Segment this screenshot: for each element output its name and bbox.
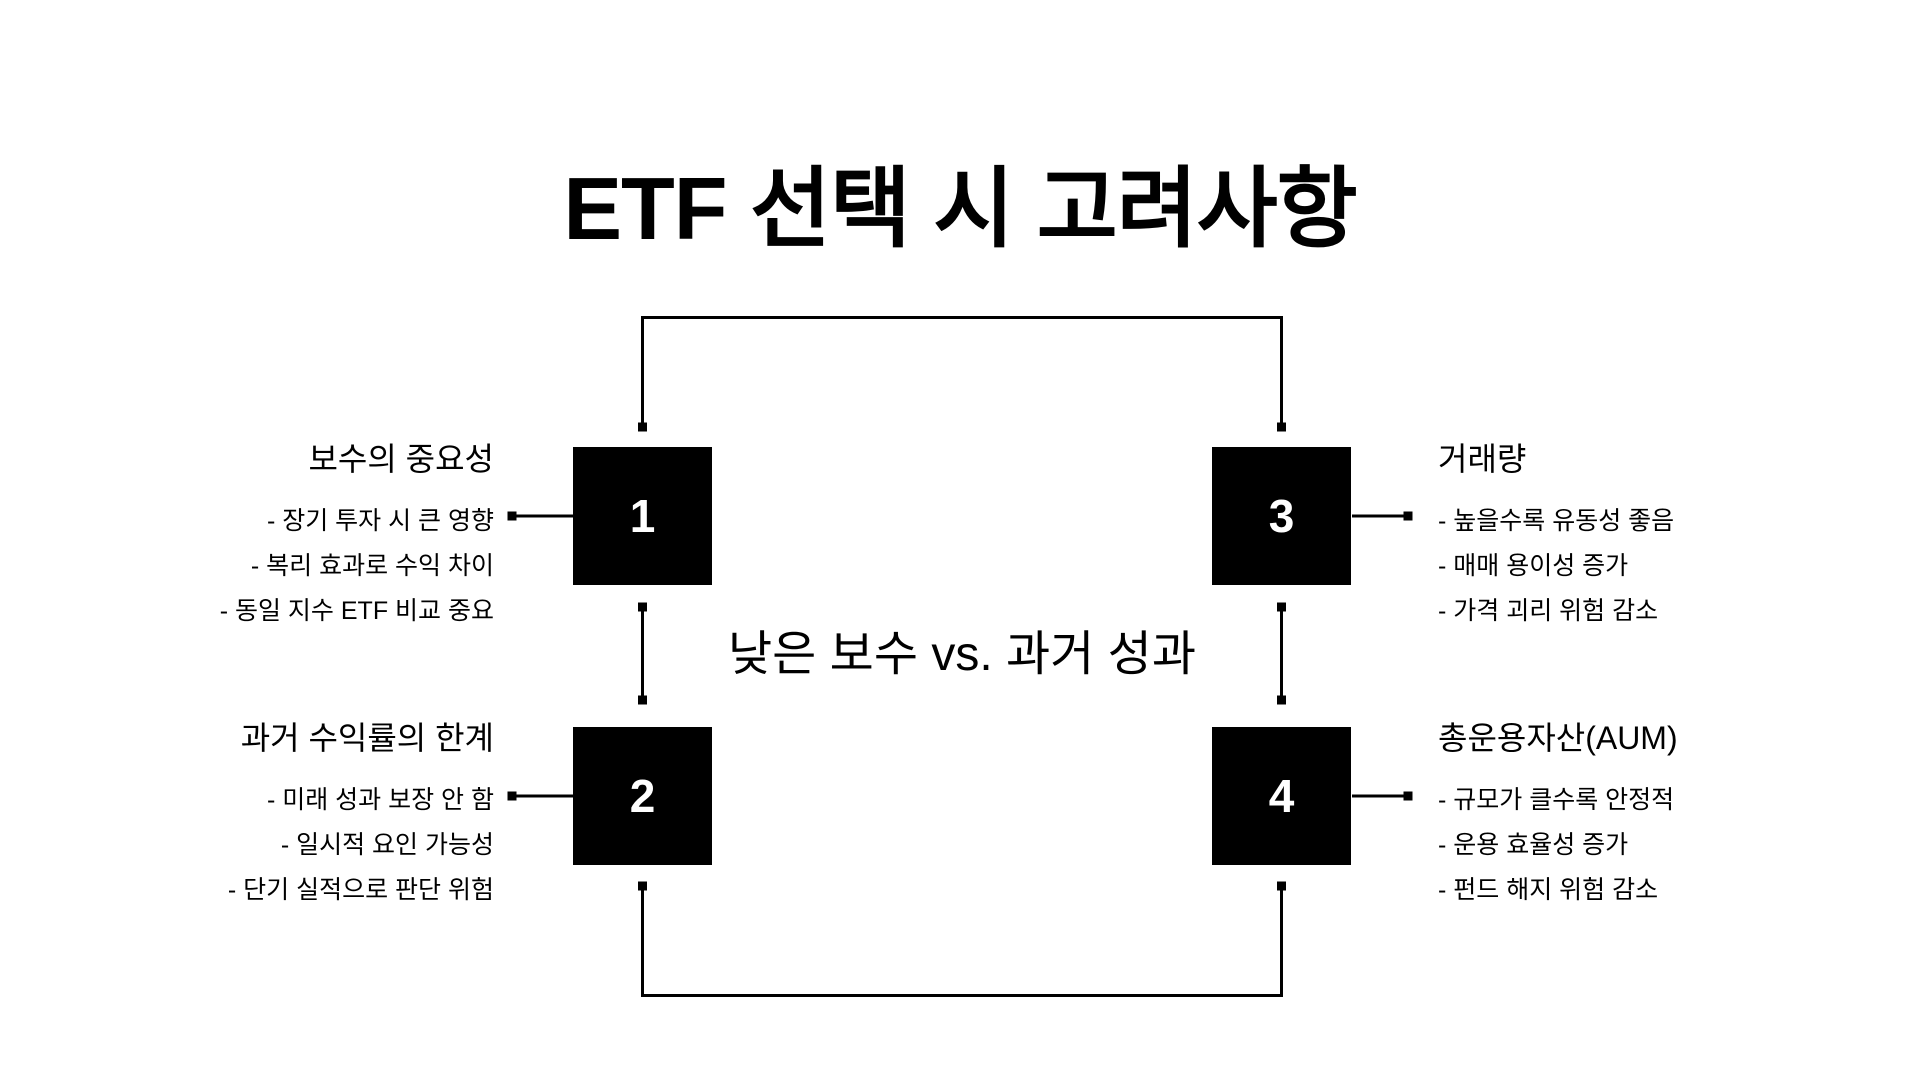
step-1-bullet-1: - 장기 투자 시 큰 영향 — [266, 507, 494, 535]
step-4-bullet-2: - 운용 효율성 증가 — [1438, 831, 1629, 859]
step-3-label-block: 거래량 - 높을수록 유동성 좋음 - 매매 용이성 증가 - 가격 괴리 위험… — [1438, 440, 1858, 634]
connector-label-3 — [1352, 511, 1413, 521]
step-number-1: 1 — [629, 490, 656, 542]
step-4-bullet-1: - 규모가 클수록 안정적 — [1438, 786, 1675, 814]
step-3-heading: 거래량 — [1438, 441, 1527, 477]
connector-left-vertical — [638, 602, 647, 705]
step-box-4: 4 — [1212, 727, 1351, 865]
step-3-bullet-2: - 매매 용이성 증가 — [1438, 552, 1629, 580]
page-title: ETF 선택 시 고려사항 — [563, 158, 1357, 258]
step-box-1: 1 — [573, 447, 712, 585]
step-number-3: 3 — [1268, 490, 1295, 542]
step-2-bullet-1: - 미래 성과 보장 안 함 — [266, 786, 494, 814]
step-2-bullet-3: - 단기 실적으로 판단 위험 — [227, 876, 494, 904]
step-number-2: 2 — [629, 770, 656, 822]
connector-top — [638, 316, 1286, 432]
step-1-bullet-3: - 동일 지수 ETF 비교 중요 — [219, 597, 494, 625]
step-4-label-block: 총운용자산(AUM) - 규모가 클수록 안정적 - 운용 효율성 증가 - 펀… — [1438, 719, 1858, 913]
connector-label-4 — [1352, 791, 1413, 801]
step-4-heading: 총운용자산(AUM) — [1438, 720, 1678, 756]
step-number-4: 4 — [1268, 770, 1295, 822]
connector-right-vertical — [1277, 602, 1286, 705]
connector-label-2 — [507, 791, 573, 801]
step-box-2: 2 — [573, 727, 712, 865]
step-2-heading: 과거 수익률의 한계 — [240, 720, 494, 756]
step-4-bullet-3: - 펀드 해지 위험 감소 — [1438, 876, 1659, 904]
step-1-heading: 보수의 중요성 — [308, 441, 494, 477]
step-2-label-block: 과거 수익률의 한계 - 미래 성과 보장 안 함 - 일시적 요인 가능성 -… — [74, 719, 494, 913]
step-3-bullet-3: - 가격 괴리 위험 감소 — [1438, 597, 1659, 625]
step-3-bullet-1: - 높을수록 유동성 좋음 — [1438, 507, 1675, 535]
step-box-3: 3 — [1212, 447, 1351, 585]
step-1-bullet-2: - 복리 효과로 수익 차이 — [250, 552, 494, 580]
connector-label-1 — [507, 511, 573, 521]
step-2-bullet-2: - 일시적 요인 가능성 — [280, 831, 494, 859]
connector-bottom — [638, 881, 1286, 997]
step-1-label-block: 보수의 중요성 - 장기 투자 시 큰 영향 - 복리 효과로 수익 차이 - … — [74, 440, 494, 634]
versus-label: 낮은 보수 vs. 과거 성과 — [728, 628, 1196, 681]
